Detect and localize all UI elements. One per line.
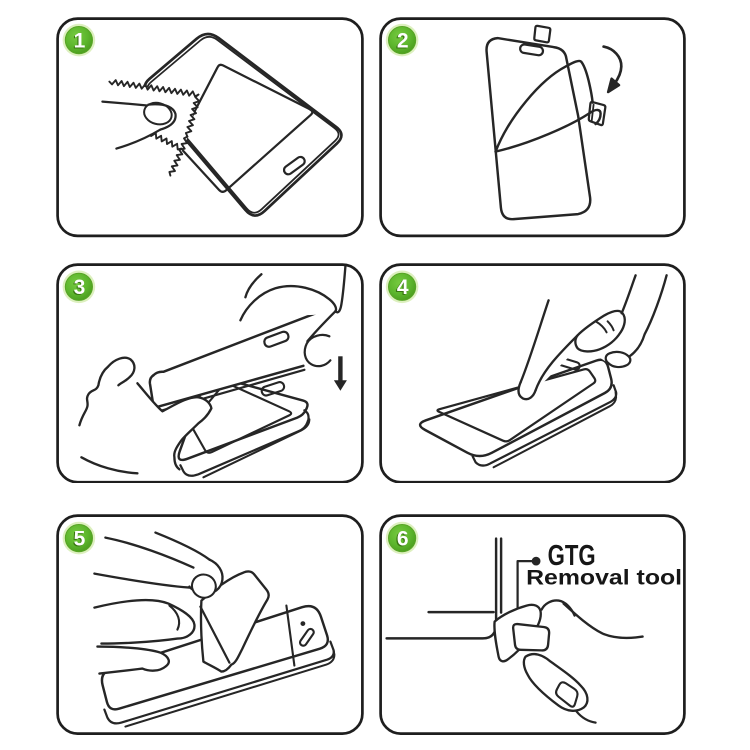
svg-text:6: 6 — [397, 527, 409, 550]
svg-text:3: 3 — [72, 277, 84, 300]
svg-text:3: 3 — [73, 276, 85, 299]
svg-text:4: 4 — [397, 276, 409, 299]
svg-text:GTG: GTG — [548, 540, 596, 572]
svg-text:5: 5 — [72, 528, 84, 551]
svg-text:Removal tool: Removal tool — [526, 565, 682, 589]
svg-text:6: 6 — [396, 528, 408, 551]
svg-text:2: 2 — [396, 31, 408, 54]
svg-text:2: 2 — [397, 30, 409, 53]
svg-text:1: 1 — [72, 31, 84, 54]
svg-text:1: 1 — [73, 30, 85, 53]
svg-text:4: 4 — [396, 277, 408, 300]
svg-text:5: 5 — [73, 527, 85, 550]
